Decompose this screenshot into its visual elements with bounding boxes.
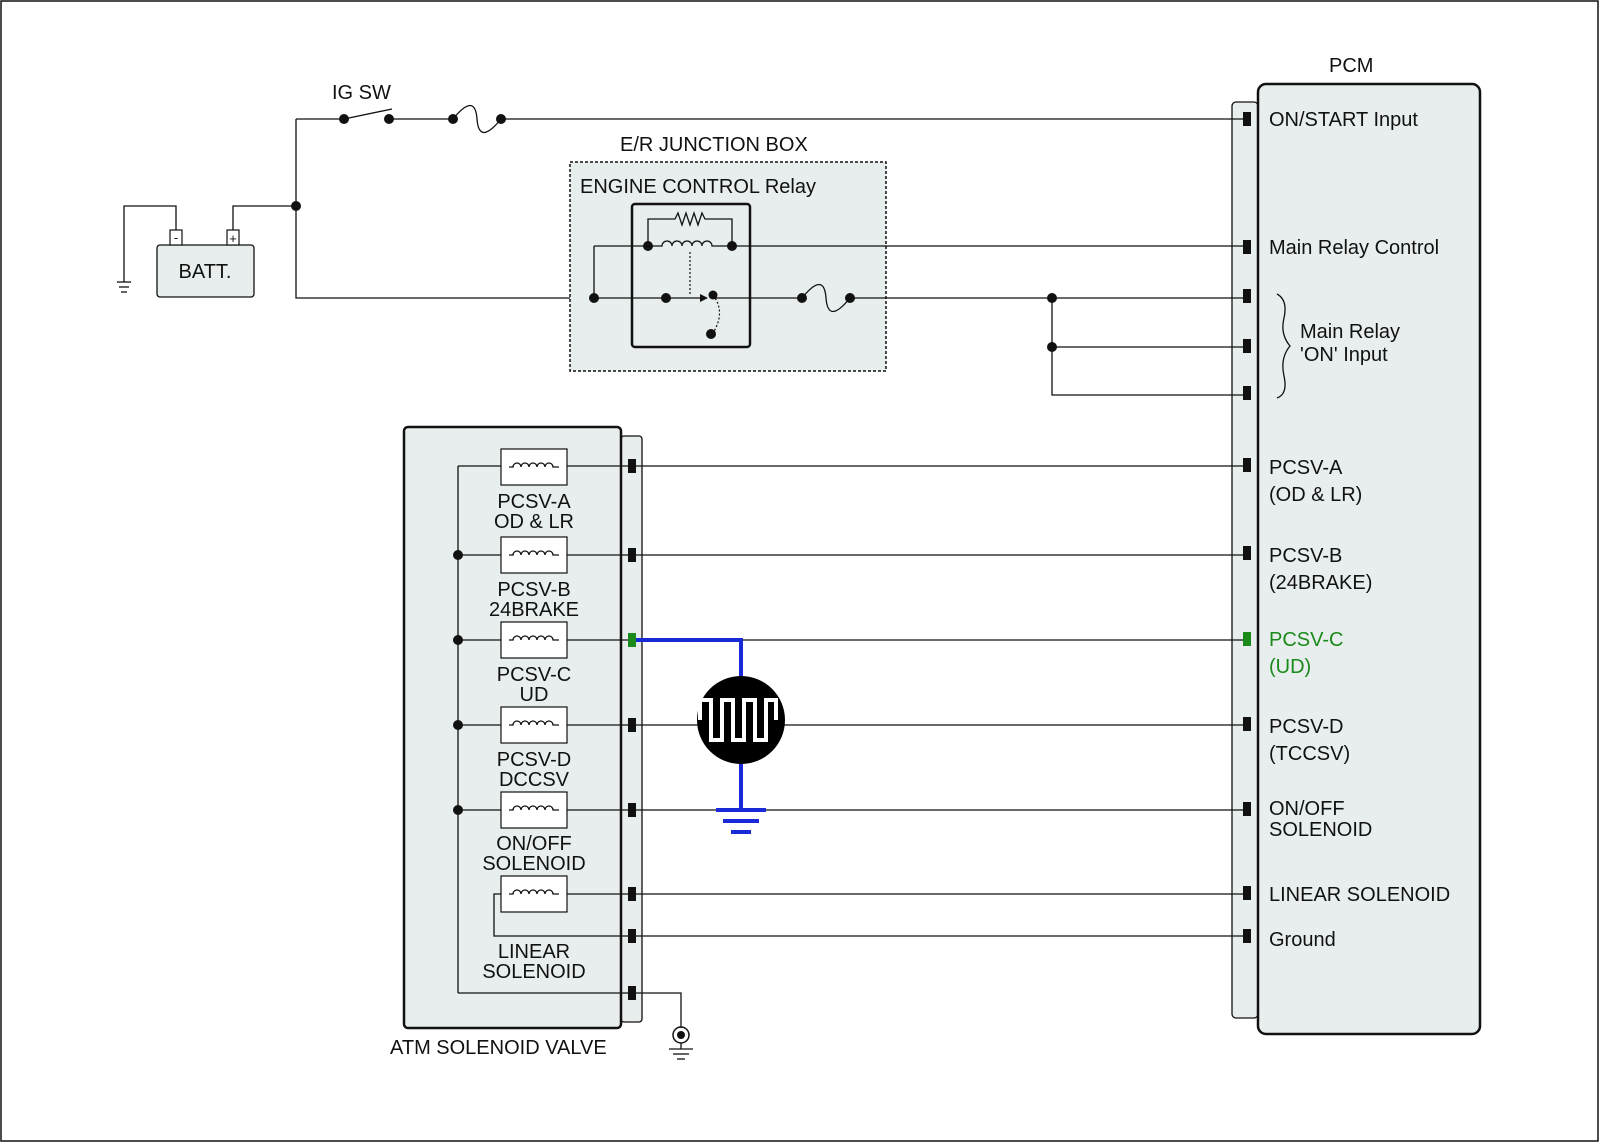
pcm-pin-main-relay-on-2: [1243, 339, 1251, 353]
pcm-label-main-relay-on-2: 'ON' Input: [1300, 344, 1388, 366]
solenoid-icon: [500, 536, 568, 574]
pcm-label-pcsv-a-2: (OD & LR): [1269, 484, 1362, 506]
pcm-label-onoff-1: ON/OFF: [1269, 798, 1345, 820]
pcm-pin-pcsv-c: [1243, 632, 1251, 646]
atm-pin-linear-return: [628, 929, 636, 943]
relay-coil-icon: [643, 210, 737, 339]
relay-title: ENGINE CONTROL Relay: [580, 176, 816, 198]
atm-solenoid-valve: ATM SOLENOID VALVE: [390, 425, 643, 1059]
atm-pin-onoff: [628, 803, 636, 817]
pcm-label-pcsv-c-1: PCSV-C: [1269, 629, 1343, 651]
pcm-label-pcsv-b-1: PCSV-B: [1269, 545, 1342, 567]
atm-label-onoff-1: ON/OFF: [496, 833, 572, 855]
probe-wire-signal: [636, 638, 743, 680]
oscilloscope-icon: [697, 676, 785, 764]
probe-ground-icon: [716, 808, 766, 834]
switch-icon: [296, 108, 394, 124]
pcm-label-main-relay-control: Main Relay Control: [1269, 237, 1439, 259]
pcm-label-pcsv-a-1: PCSV-A: [1269, 457, 1343, 479]
solenoid-icon: [500, 621, 568, 659]
pcm-pin-pcsv-a: [1243, 458, 1251, 472]
fuse-icon: [448, 104, 506, 134]
atm-label-linear-2: SOLENOID: [482, 961, 585, 983]
solenoid-icon: [500, 875, 568, 913]
atm-label-pcsv-b-2: 24BRAKE: [489, 599, 579, 621]
pcm-label-on-start: ON/START Input: [1269, 109, 1418, 131]
pcm-pin-main-relay-on-3: [1243, 386, 1251, 400]
pcm-pin-pcsv-d: [1243, 717, 1251, 731]
main-relay-junction-1: [1047, 293, 1057, 303]
ground-icon: [117, 281, 131, 293]
pcm-label-onoff-2: SOLENOID: [1269, 819, 1372, 841]
atm-label-pcsv-d-2: DCCSV: [499, 769, 570, 791]
atm-pin-pcsv-a: [628, 459, 636, 473]
junction-box-title: E/R JUNCTION BOX: [620, 134, 808, 156]
pcm-pin-main-relay-control: [1243, 240, 1251, 254]
pcm-pin-main-relay-on-1: [1243, 289, 1251, 303]
ig-sw-label: IG SW: [332, 82, 391, 104]
relay-box: [630, 202, 752, 349]
battery-neg-wire: [123, 205, 177, 282]
junction-box-frame: [569, 161, 887, 372]
pcm-brace: [1276, 293, 1291, 399]
pcm-pin-pcsv-b: [1243, 546, 1251, 560]
atm-label-onoff-2: SOLENOID: [482, 853, 585, 875]
battery-icon: - + BATT.: [156, 229, 255, 298]
battery-plus-sign: +: [229, 231, 237, 246]
pcm-label-pcsv-c-2: (UD): [1269, 656, 1311, 678]
atm-label-pcsv-c-1: PCSV-C: [497, 664, 571, 686]
pcm-pin-on-start: [1243, 112, 1251, 126]
pcm-box: [1256, 82, 1482, 1036]
atm-pin-common: [628, 986, 636, 1000]
battery-label: BATT.: [179, 261, 232, 283]
ground-icon: [669, 1026, 693, 1060]
solenoid-icon: [500, 706, 568, 744]
atm-pin-linear: [628, 887, 636, 901]
atm-label-linear-1: LINEAR: [498, 941, 570, 963]
pcm-pin-onoff: [1243, 802, 1251, 816]
atm-pin-pcsv-c: [628, 633, 636, 647]
main-relay-junction-2: [1047, 342, 1057, 352]
pcm-pin-ground: [1243, 929, 1251, 943]
atm-pin-pcsv-b: [628, 548, 636, 562]
pcm-label-pcsv-b-2: (24BRAKE): [1269, 572, 1372, 594]
atm-label-pcsv-b-1: PCSV-B: [497, 579, 570, 601]
solenoid-icon: [500, 791, 568, 829]
battery-junction-dot: [291, 201, 301, 211]
atm-label-pcsv-c-2: UD: [520, 684, 549, 706]
pcm-title: PCM: [1329, 55, 1373, 77]
main-relay-on-wire-3: [1051, 298, 1243, 396]
pcm-label-pcsv-d-2: (TCCSV): [1269, 743, 1350, 765]
solenoid-icon: [500, 448, 568, 486]
atm-pin-pcsv-d: [628, 718, 636, 732]
atm-label-pcsv-d-1: PCSV-D: [497, 749, 571, 771]
pcm-module: PCM ON/START Input Main Relay Control Ma…: [1231, 55, 1482, 1036]
pcm-pin-linear: [1243, 886, 1251, 900]
atm-label-pcsv-a-1: PCSV-A: [497, 491, 571, 513]
pcm-label-linear: LINEAR SOLENOID: [1269, 884, 1450, 906]
battery-bus-wire: [295, 119, 594, 299]
atm-title: ATM SOLENOID VALVE: [390, 1037, 607, 1059]
atm-label-pcsv-a-2: OD & LR: [494, 511, 574, 533]
pcm-label-pcsv-d-1: PCSV-D: [1269, 716, 1343, 738]
battery-body: [156, 244, 255, 298]
junction-box: E/R JUNCTION BOX ENGINE CONTROL Relay: [569, 134, 887, 372]
atm-ground-wire: [636, 992, 682, 1028]
pcm-label-ground: Ground: [1269, 929, 1336, 951]
pcm-label-main-relay-on-1: Main Relay: [1300, 321, 1400, 343]
battery-minus-sign: -: [174, 230, 178, 245]
battery-pos-wire: [232, 205, 296, 230]
relay-supply-dot: [589, 293, 599, 303]
